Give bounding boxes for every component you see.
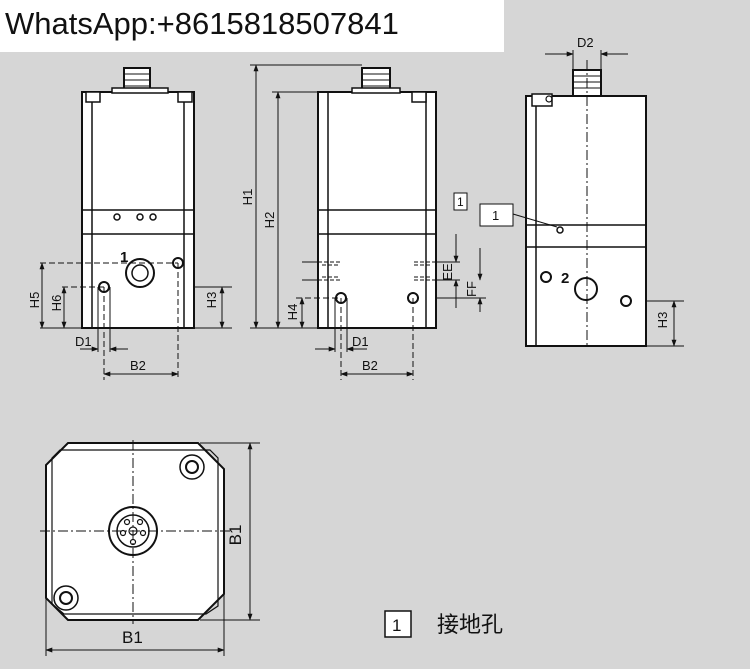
side-view-hidden-threads (318, 261, 436, 281)
dim-b1-label-bottom: B1 (122, 628, 143, 647)
dim-h6-label: H6 (49, 295, 64, 312)
dim-h1-label: H1 (240, 189, 255, 206)
dim-b1-label-side: B1 (226, 525, 245, 546)
side-view-dimensions (250, 64, 486, 380)
dim-h4-label: H4 (285, 304, 300, 321)
watermark-text: WhatsApp:+8615818507841 (5, 6, 399, 41)
dim-ee-label: EE (440, 263, 455, 281)
port-1-label: 1 (120, 249, 128, 266)
side-view (317, 67, 437, 329)
dim-h3-label-front: H3 (204, 292, 219, 309)
legend: 1 接地孔 (384, 610, 503, 638)
legend-grounding-hole-text: 接地孔 (437, 613, 503, 638)
top-view-dimensions (40, 440, 260, 656)
dim-d1-label-front: D1 (75, 334, 92, 349)
dim-h2-label: H2 (262, 212, 277, 229)
dim-b2-label-side: B2 (362, 358, 378, 373)
dim-ff-label: FF (464, 281, 479, 297)
callout-1-label-small: 1 (457, 195, 464, 209)
front-view-dimensions (39, 262, 232, 380)
legend-number-box (384, 610, 412, 638)
dim-d1-label-side: D1 (352, 334, 369, 349)
port-2-label: 2 (561, 270, 569, 287)
dim-h5-label: H5 (27, 292, 42, 309)
watermark-box (0, 0, 504, 52)
dim-b2-label-front: B2 (130, 358, 146, 373)
end-view (525, 69, 647, 347)
legend-number: 1 (392, 616, 401, 635)
end-view-dimensions (453, 50, 684, 347)
callout-1-label: 1 (492, 208, 499, 223)
front-view (81, 67, 195, 329)
dim-d2-label: D2 (577, 35, 594, 50)
dim-h3-label-end: H3 (655, 312, 670, 329)
